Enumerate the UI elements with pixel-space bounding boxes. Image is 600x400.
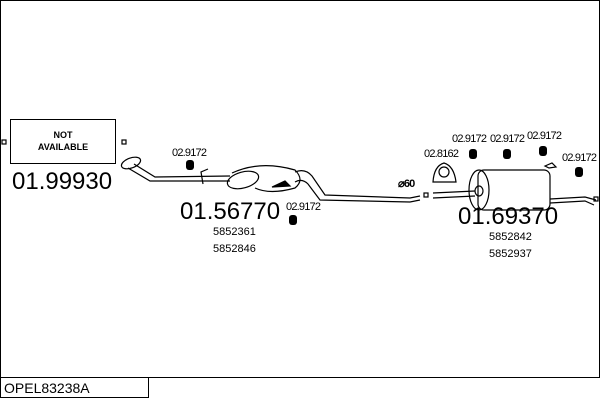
connector-marker [423,192,429,198]
flange [120,156,142,170]
middle-silencer-bracket [271,180,292,188]
rear-inlet [432,190,476,199]
rear-silencer-end [468,169,490,211]
rear-silencer-inlet-hole [474,185,484,197]
accessory-number[interactable]: 02.8162 [424,148,459,160]
part-number[interactable]: 01.69370 [458,203,559,230]
connector-marker [121,139,127,145]
hanger-icon [539,146,547,156]
hanger-icon [503,149,511,159]
diagram-code: OPEL83238A [0,377,149,398]
middle-pipe [294,170,421,203]
accessory-number[interactable]: 02.9172 [562,152,597,164]
accessory-number[interactable]: 02.9172 [527,130,562,142]
middle-silencer-body [231,165,301,193]
tail-pipe [549,196,597,206]
hanger-icon [186,160,194,170]
part-number[interactable]: 01.56770 [180,198,281,225]
not-available-line2: AVAILABLE [37,142,89,152]
hanger-icon [469,149,477,159]
connector-marker [1,139,7,145]
hanger-icon [289,215,297,225]
rubber-clamp [432,162,457,183]
accessory-number[interactable]: 02.9172 [286,201,321,213]
clamp [200,168,209,185]
accessory-number[interactable]: 02.9172 [452,133,487,145]
front-pipe [127,163,231,182]
rear-silencer-bracket [543,162,558,169]
middle-silencer [226,170,260,190]
not-available-box: NOT AVAILABLE [10,119,116,164]
hanger-icon [575,167,583,177]
accessory-number[interactable]: 02.9172 [172,147,207,159]
accessory-number[interactable]: 02.9172 [490,133,525,145]
part-number[interactable]: 01.99930 [12,168,113,195]
rear-silencer [477,169,551,211]
oe-reference: 5852937 [489,248,532,260]
oe-reference: 5852842 [489,231,532,243]
not-available-line1: NOT [53,130,73,140]
oe-reference: 5852846 [213,243,256,255]
rubber-clamp-hole [438,166,450,178]
oe-reference: 5852361 [213,226,256,238]
pipe-diameter-label: ⌀60 [398,178,415,190]
